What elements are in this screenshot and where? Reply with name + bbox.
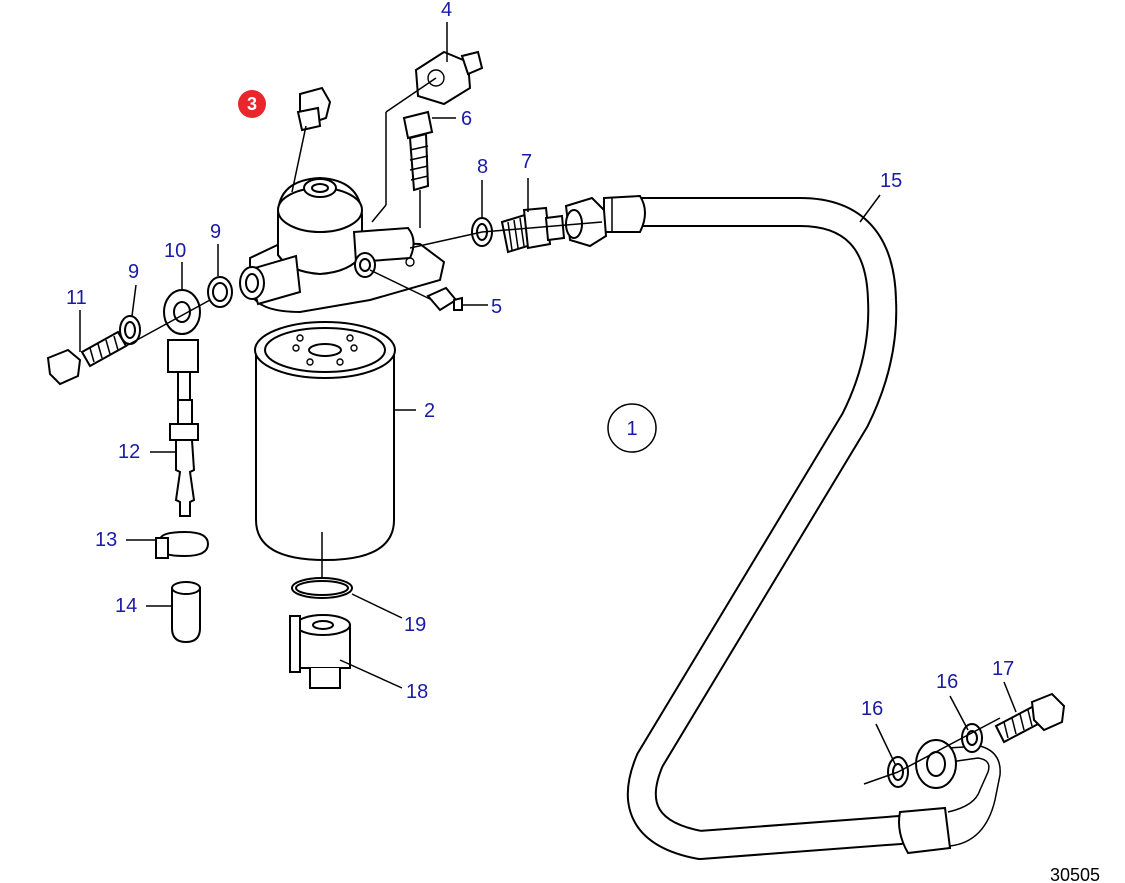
- callout-8: 8: [477, 156, 488, 178]
- figure-number: 30505: [1050, 865, 1100, 883]
- callout-4: 4: [441, 0, 452, 21]
- callout-10: 10: [164, 240, 186, 262]
- callout-13: 13: [95, 529, 117, 551]
- callout-19: 19: [404, 614, 426, 636]
- filter-head: [239, 176, 446, 314]
- callout-14: 14: [115, 595, 137, 617]
- leader-lines: [79, 22, 1017, 785]
- callout-5: 5: [491, 296, 502, 318]
- callout-3: 3: [247, 94, 257, 114]
- banjo-fitting-right: [887, 692, 1066, 789]
- fuel-filter-canister: [254, 321, 396, 562]
- callout-9-upper: 9: [210, 221, 221, 243]
- fuel-hose: [603, 194, 1001, 860]
- callout-9-left: 9: [128, 261, 139, 283]
- callout-2: 2: [424, 400, 435, 422]
- callout-18: 18: [406, 681, 428, 703]
- callout-15: 15: [880, 170, 902, 192]
- callout-highlight-3: [238, 90, 266, 118]
- callout-1: 1: [626, 418, 637, 440]
- water-sensor-assembly: [289, 577, 353, 689]
- left-fittings: [46, 276, 233, 644]
- callout-11: 11: [66, 287, 87, 309]
- callout-17: 17: [992, 658, 1014, 680]
- callout-12: 12: [118, 441, 140, 463]
- callouts: 1 2 3 4 5 6 7 8 9 9 10 11 12 13 14 15 16…: [66, 0, 1100, 883]
- top-fittings: [296, 50, 608, 312]
- callout-16-left: 16: [861, 698, 883, 720]
- callout-16-right: 16: [936, 671, 958, 693]
- callout-7: 7: [521, 151, 532, 173]
- callout-6: 6: [461, 108, 472, 130]
- callout-ring-1: [607, 403, 657, 453]
